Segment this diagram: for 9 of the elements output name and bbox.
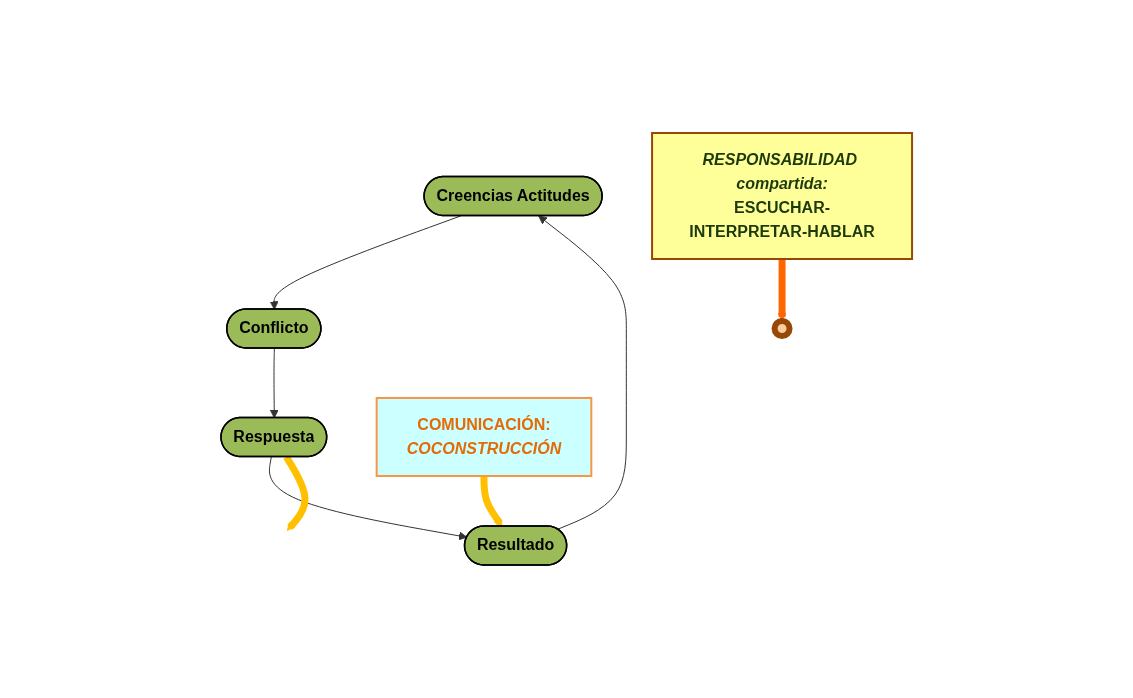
node-box: RESPONSABILIDAD compartida: ESCUCHAR-INTERPRETAR-HABLAR [651, 132, 913, 260]
arrow [269, 215, 462, 310]
arrow [538, 215, 627, 530]
arrow [283, 455, 309, 531]
arrow [480, 476, 503, 527]
arrow [269, 348, 279, 419]
node-cycle [771, 318, 793, 339]
arrow [268, 456, 468, 541]
node-box: COMUNICACIÓN: COCONSTRUCCIÓN [375, 397, 593, 477]
